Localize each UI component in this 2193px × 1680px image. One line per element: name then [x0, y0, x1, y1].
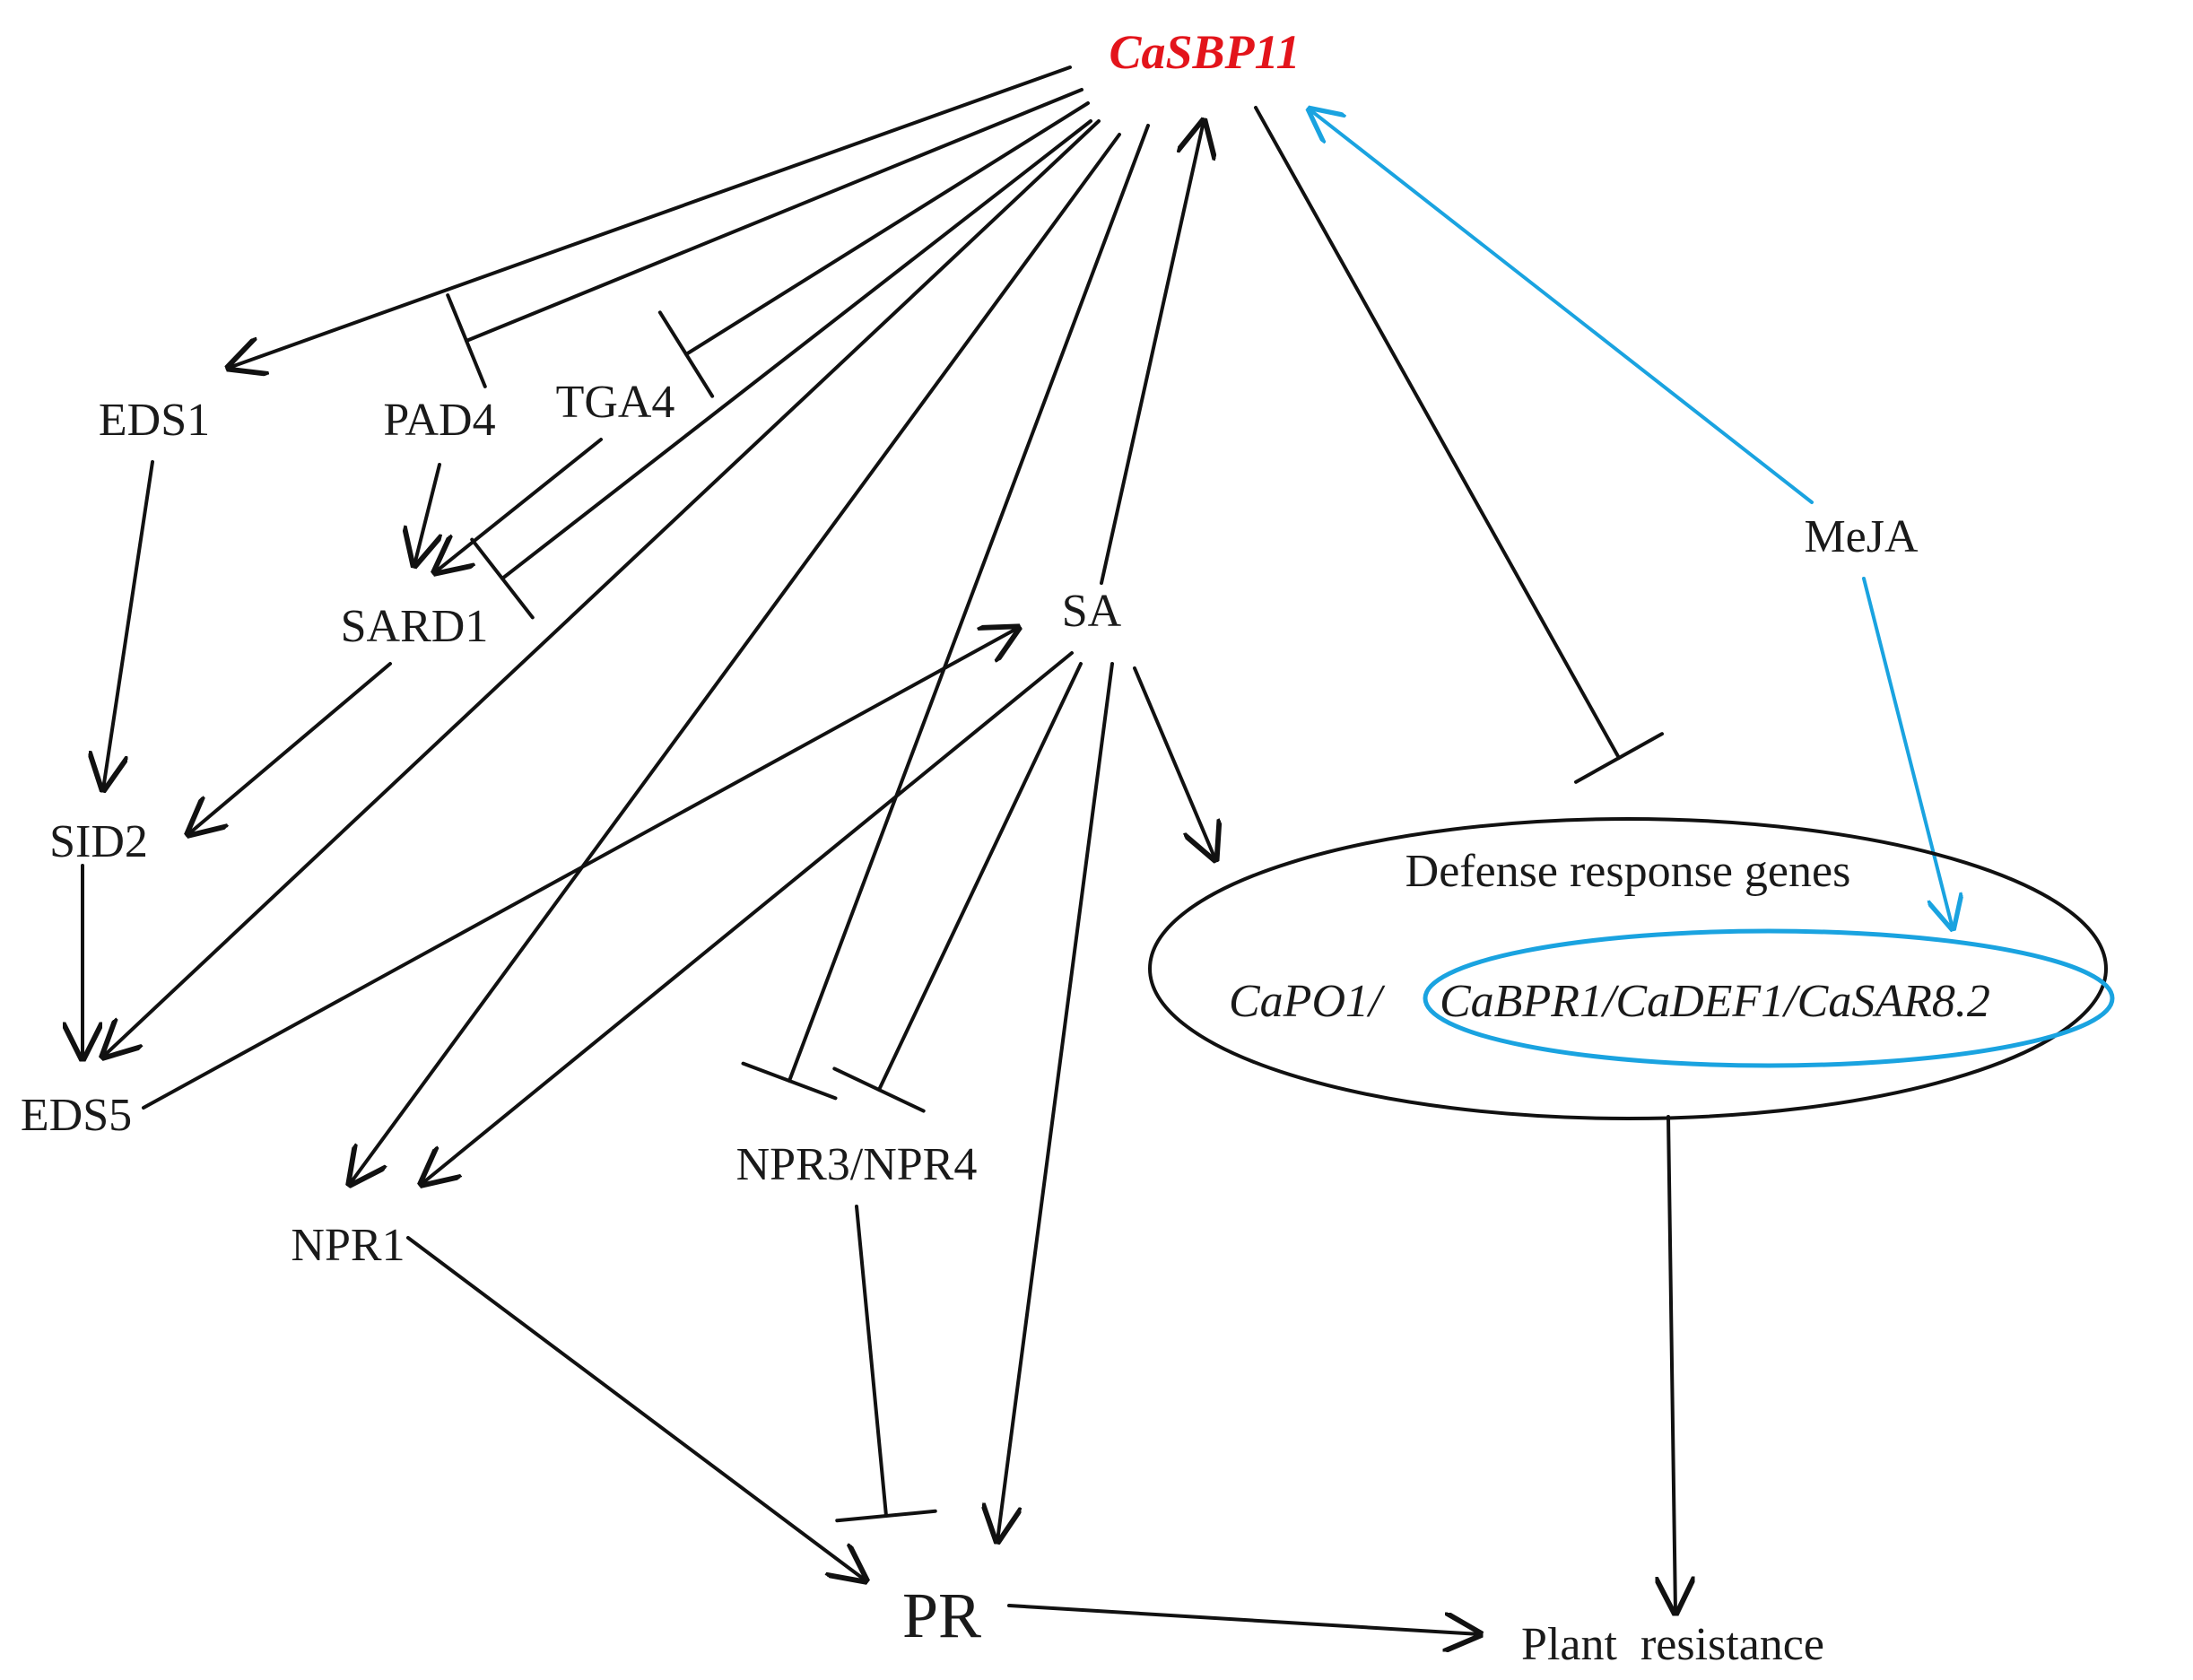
edge-casbp11-tga4-tbar	[657, 310, 715, 398]
defense-response-genes-ellipse	[1148, 817, 2108, 1120]
edge-npr1-pr	[406, 1236, 866, 1580]
node-sid2: SID2	[49, 816, 148, 867]
node-plant-resistance: Plant resistance	[1521, 1619, 1824, 1670]
edge-sa-npr4-tbar	[832, 1066, 926, 1113]
gene-capo1: CaPO1/	[1229, 976, 1386, 1027]
edge-pad4-sard1	[414, 463, 439, 565]
edge-sa-npr1	[422, 651, 1074, 1184]
node-sard1: SARD1	[341, 601, 489, 652]
edge-meja-casbp11	[1310, 109, 1814, 504]
node-npr3-npr4: NPR3/NPR4	[736, 1139, 978, 1190]
node-casbp11: CaSBP11	[1109, 25, 1300, 79]
defense-group-title: Defense response genes	[1405, 846, 1851, 897]
node-eds5: EDS5	[21, 1090, 132, 1141]
edge-sa-npr4	[877, 662, 1083, 1092]
edge-sa-casbp11	[1100, 121, 1204, 585]
edge-casbp11-defense-tbar	[1573, 732, 1665, 784]
gene-others: CaBPR1/CaDEF1/CaSAR8.2	[1440, 976, 1990, 1027]
edge-pr-resistance	[1007, 1604, 1480, 1634]
meja-responsive-genes-ellipse	[1423, 928, 2115, 1068]
edge-casbp11-npr1	[350, 133, 1121, 1184]
edge-casbp11-npr3-tbar	[741, 1061, 838, 1101]
edges-layer	[83, 65, 1953, 1634]
node-pr: PR	[902, 1580, 981, 1651]
edge-eds1-sid2	[103, 460, 154, 789]
edge-casbp11-tga4	[684, 101, 1090, 356]
node-tga4: TGA4	[556, 377, 675, 428]
edge-defense-resistance	[1668, 1115, 1675, 1613]
edge-casbp11-eds5	[103, 119, 1101, 1057]
node-sa: SA	[1062, 586, 1122, 637]
edge-sard1-sid2	[188, 662, 392, 834]
edge-tga4-sard1	[435, 438, 603, 572]
edge-meja-genes	[1862, 577, 1953, 928]
node-pad4: PAD4	[383, 395, 495, 446]
node-meja: MeJA	[1804, 511, 1919, 562]
edge-sa-defense	[1133, 666, 1215, 859]
edge-casbp11-eds1	[229, 65, 1072, 368]
edge-npr3-pr	[855, 1205, 888, 1518]
node-npr1: NPR1	[291, 1220, 405, 1271]
edge-sa-pr	[997, 662, 1114, 1541]
edge-casbp11-pad4	[465, 88, 1083, 343]
edge-casbp11-npr3	[788, 124, 1150, 1083]
edge-casbp11-sard1	[500, 119, 1092, 580]
node-eds1: EDS1	[99, 395, 210, 446]
edge-casbp11-pad4-tbar	[446, 293, 487, 388]
edge-npr3-pr-tbar	[835, 1509, 937, 1523]
edge-casbp11-sard1-tbar	[470, 537, 535, 620]
edge-casbp11-defense	[1254, 106, 1621, 760]
